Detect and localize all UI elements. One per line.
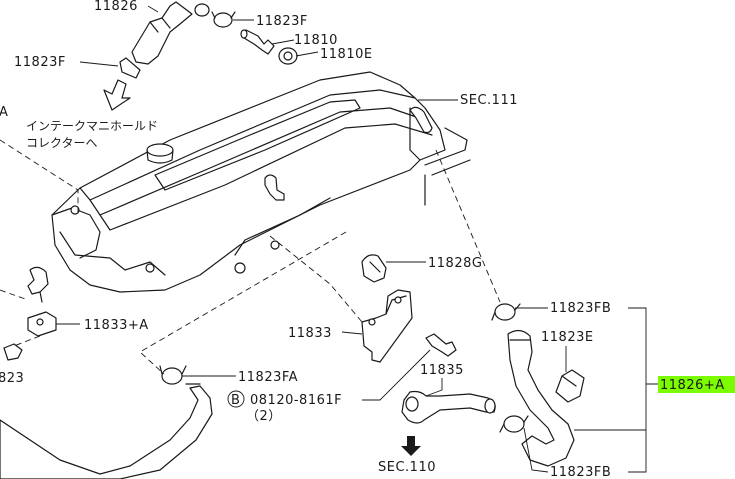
hose-11835 — [401, 390, 496, 424]
phantom-line-2 — [0, 139, 79, 214]
label-11835: 11835 — [420, 363, 464, 378]
pcv-valve-11810 — [240, 29, 275, 55]
label-11823fb-upper: 11823FB — [550, 301, 611, 316]
label-bolt-number: 08120-8161F — [250, 393, 342, 408]
group-bracket — [574, 307, 658, 473]
clip-11823f-top — [211, 11, 236, 28]
label-11823fa: 11823FA — [238, 370, 298, 385]
label-sec110: SEC.110 — [378, 460, 436, 475]
leader-11835 — [425, 378, 443, 397]
leader-11810e — [295, 51, 319, 57]
label-bolt-circle: B — [231, 393, 240, 408]
phantom-line-1 — [435, 149, 501, 303]
label-11823f-left: 11823F — [14, 55, 66, 70]
grommet-11810e — [278, 47, 298, 65]
leader-bolt — [362, 349, 431, 401]
hose-11826-top — [119, 1, 210, 79]
part-highlight — [658, 376, 735, 393]
label-11823f-top: 11823F — [256, 14, 308, 29]
label-sec111: SEC.111 — [460, 93, 518, 108]
hose-11826-right — [491, 303, 585, 467]
label-jp-line2: コレクターへ — [26, 136, 98, 150]
label-jp-line1: インテークマニホールド — [26, 119, 158, 133]
label-11810e: 11810E — [320, 47, 373, 62]
bracket-11833 — [361, 289, 413, 363]
phantom-line-3 — [139, 231, 347, 375]
label-11826-top: 11826 — [94, 0, 138, 14]
phantom-line-4 — [269, 235, 363, 323]
direction-arrow — [103, 79, 131, 111]
label-bolt-qty: （2） — [246, 409, 282, 424]
bolt-left — [3, 343, 23, 361]
bolt-circle-mark — [227, 390, 245, 408]
clip-left-upper — [27, 266, 49, 303]
label-11810: 11810 — [294, 33, 338, 48]
label-11823fb-lower: 11823FB — [550, 465, 611, 479]
bolt-08120 — [425, 333, 457, 357]
label-823: 823 — [0, 371, 24, 386]
label-edge-a: A — [0, 105, 8, 120]
leader-11823fb-lower — [523, 427, 549, 473]
phantom-line-5 — [0, 289, 29, 301]
label-11833: 11833 — [288, 326, 332, 341]
arrow-sec110 — [401, 436, 421, 456]
bracket-11833a — [27, 311, 57, 337]
label-11826a: 11826+A — [660, 378, 725, 393]
rocker-cover — [51, 71, 471, 293]
label-11833a: 11833+A — [84, 318, 149, 333]
phantom-line-6 — [13, 335, 41, 347]
leader-11833 — [341, 331, 363, 335]
leader-11810 — [271, 39, 295, 45]
leader-11826-top — [147, 5, 159, 13]
leader-11823f-left — [79, 61, 119, 67]
label-11828g: 11828G — [428, 256, 482, 271]
hose-bottom-left — [0, 365, 213, 479]
label-11823e: 11823E — [541, 330, 594, 345]
clip-11828g — [361, 254, 387, 283]
